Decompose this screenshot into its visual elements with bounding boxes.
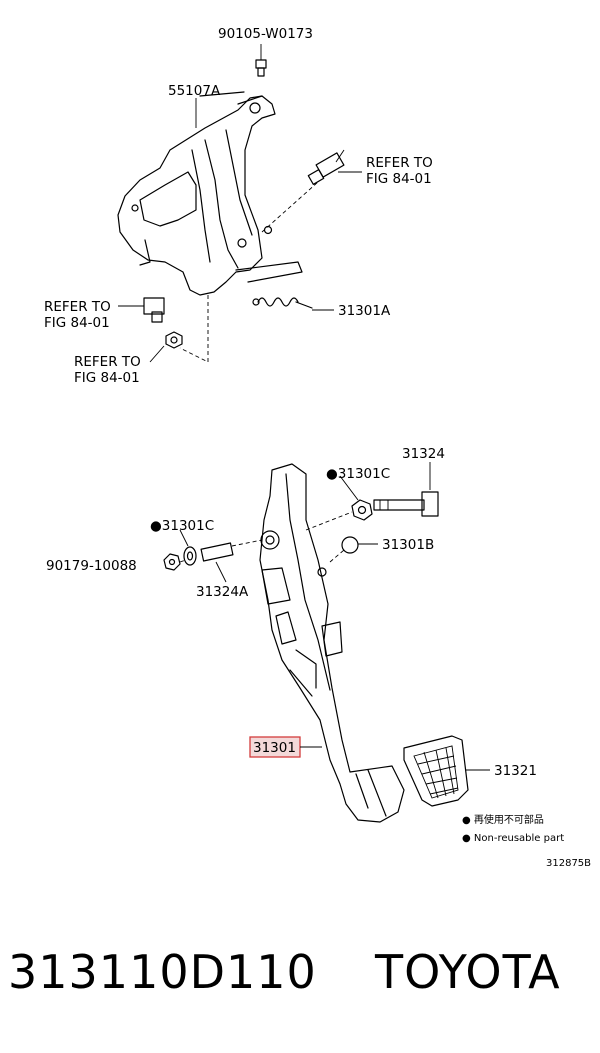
label-31301b: 31301B bbox=[382, 537, 434, 553]
bolt-90105-icon bbox=[255, 44, 267, 77]
label-31301c-right: ●31301C bbox=[326, 466, 390, 482]
leader-31324a bbox=[215, 561, 227, 583]
label-55107a: 55107A bbox=[168, 83, 221, 99]
label-refer-left-b-1: REFER TO bbox=[74, 354, 141, 370]
pedal-pad-icon bbox=[403, 735, 469, 807]
leader-31301c-right bbox=[339, 475, 359, 501]
collar-icon bbox=[200, 542, 234, 562]
label-90105-w0173: 90105-W0173 bbox=[218, 26, 313, 42]
label-refer-right-1: REFER TO bbox=[366, 155, 433, 171]
return-spring-icon bbox=[252, 297, 313, 309]
brand-name: TOYOTA bbox=[374, 945, 561, 999]
pedal-bracket-icon bbox=[117, 91, 303, 296]
legend-en: ● Non-reusable part bbox=[462, 833, 564, 844]
label-31324a: 31324A bbox=[196, 584, 249, 600]
label-refer-left-b-2: FIG 84-01 bbox=[74, 370, 140, 386]
label-31324: 31324 bbox=[402, 446, 445, 462]
leader-refer-left-b bbox=[149, 345, 165, 363]
brake-pedal-arm-icon bbox=[259, 463, 405, 823]
dashed-line-cap bbox=[329, 549, 345, 563]
leader-31301c-left bbox=[179, 529, 189, 547]
bushing-left-icon bbox=[183, 546, 197, 566]
dashed-line-switch bbox=[261, 181, 319, 233]
label-31301: 31301 bbox=[253, 740, 296, 756]
label-31301c-left: ●31301C bbox=[150, 518, 214, 534]
label-refer-left-a-2: FIG 84-01 bbox=[44, 315, 110, 331]
lock-nut-right-icon bbox=[351, 499, 373, 521]
stop-lamp-switch-icon bbox=[307, 149, 345, 185]
legend-jp: ● 再使用不可部品 bbox=[462, 813, 544, 826]
label-refer-left-a-1: REFER TO bbox=[44, 299, 111, 315]
label-31301a: 31301A bbox=[338, 303, 391, 319]
label-refer-right-2: FIG 84-01 bbox=[366, 171, 432, 187]
flange-nut-icon bbox=[163, 553, 181, 571]
dashed-line-pivot bbox=[305, 511, 353, 531]
pedal-sensor-icon bbox=[143, 297, 165, 323]
label-31321: 31321 bbox=[494, 763, 537, 779]
pedal-cap-icon bbox=[341, 536, 359, 554]
dashed-line-nut bbox=[179, 559, 187, 563]
label-90179-10088: 90179-10088 bbox=[46, 558, 137, 574]
diagram-code: 312875B bbox=[546, 858, 591, 869]
hex-nut-icon bbox=[165, 331, 183, 349]
dashed-line-bracket bbox=[179, 295, 209, 363]
dashed-line-collar bbox=[231, 539, 263, 547]
part-number: 313110D110 bbox=[8, 945, 317, 999]
pivot-bolt-icon bbox=[373, 491, 439, 517]
